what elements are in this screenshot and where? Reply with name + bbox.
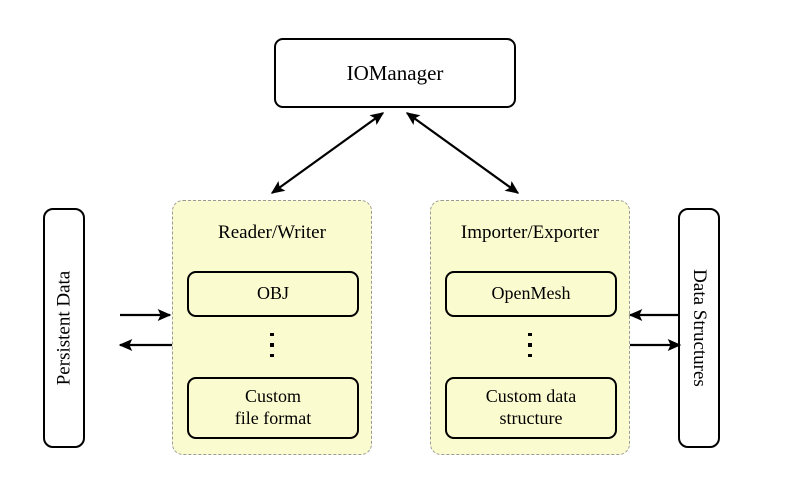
node-data-structures-label: Data Structures	[689, 269, 710, 387]
node-openmesh-label: OpenMesh	[491, 283, 571, 304]
dot-icon	[270, 333, 274, 337]
ellipsis-importer-exporter	[431, 333, 629, 358]
node-custom-file-format-label: Custom file format	[235, 386, 311, 430]
node-iomanager[interactable]: IOManager	[274, 38, 516, 108]
node-custom-file-format-line2: file format	[234, 408, 312, 428]
dot-icon	[528, 333, 532, 337]
group-panel-importer-exporter: Importer/Exporter OpenMesh Custom data s…	[430, 200, 630, 455]
node-custom-file-format-line1: Custom	[244, 386, 301, 407]
ellipsis-reader-writer	[173, 333, 371, 358]
connector-iomanager-importer-exporter	[405, 112, 520, 194]
group-title-reader-writer: Reader/Writer	[218, 222, 326, 243]
node-persistent-data-label: Persistent Data	[53, 270, 75, 386]
group-title-importer-exporter: Importer/Exporter	[460, 222, 600, 243]
dot-icon	[270, 343, 274, 347]
node-custom-data-structure-label: Custom data structure	[486, 386, 577, 430]
dot-icon	[528, 343, 532, 347]
node-data-structures[interactable]: Data Structures	[678, 208, 720, 448]
connector-iomanager-reader-writer	[270, 112, 385, 194]
dot-icon	[270, 353, 274, 358]
node-custom-data-structure-line1: Custom data	[485, 386, 577, 407]
node-obj[interactable]: OBJ	[187, 271, 359, 317]
node-custom-file-format[interactable]: Custom file format	[187, 377, 359, 439]
node-iomanager-label: IOManager	[346, 60, 444, 85]
node-persistent-data[interactable]: Persistent Data	[43, 208, 85, 448]
node-obj-label: OBJ	[256, 283, 289, 304]
group-panel-reader-writer: Reader/Writer OBJ Custom file format	[172, 200, 372, 455]
node-custom-data-structure[interactable]: Custom data structure	[445, 377, 617, 439]
node-openmesh[interactable]: OpenMesh	[445, 271, 617, 317]
node-custom-data-structure-line2: structure	[499, 408, 563, 428]
dot-icon	[528, 353, 532, 358]
